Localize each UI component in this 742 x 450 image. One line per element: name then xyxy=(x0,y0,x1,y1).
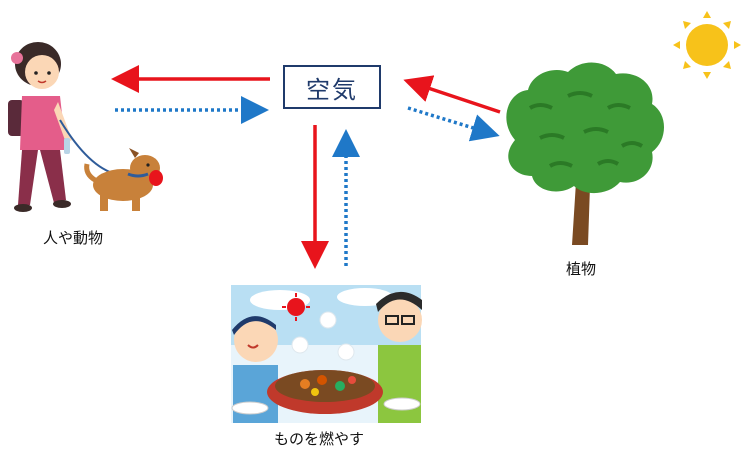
air-box: 空気 xyxy=(283,65,381,109)
plant-label: 植物 xyxy=(566,260,597,278)
sun-icon xyxy=(673,11,741,79)
barbecue-scene-icon xyxy=(231,285,422,423)
burning-label: ものを燃やす xyxy=(274,430,365,448)
tree-icon xyxy=(506,62,664,245)
air-label: 空気 xyxy=(306,75,358,104)
people-label: 人や動物 xyxy=(43,229,104,247)
arrow-air-to-plant xyxy=(407,106,500,142)
arrow-plant-to-air xyxy=(403,75,501,114)
person-walking-dog-icon xyxy=(8,42,163,212)
